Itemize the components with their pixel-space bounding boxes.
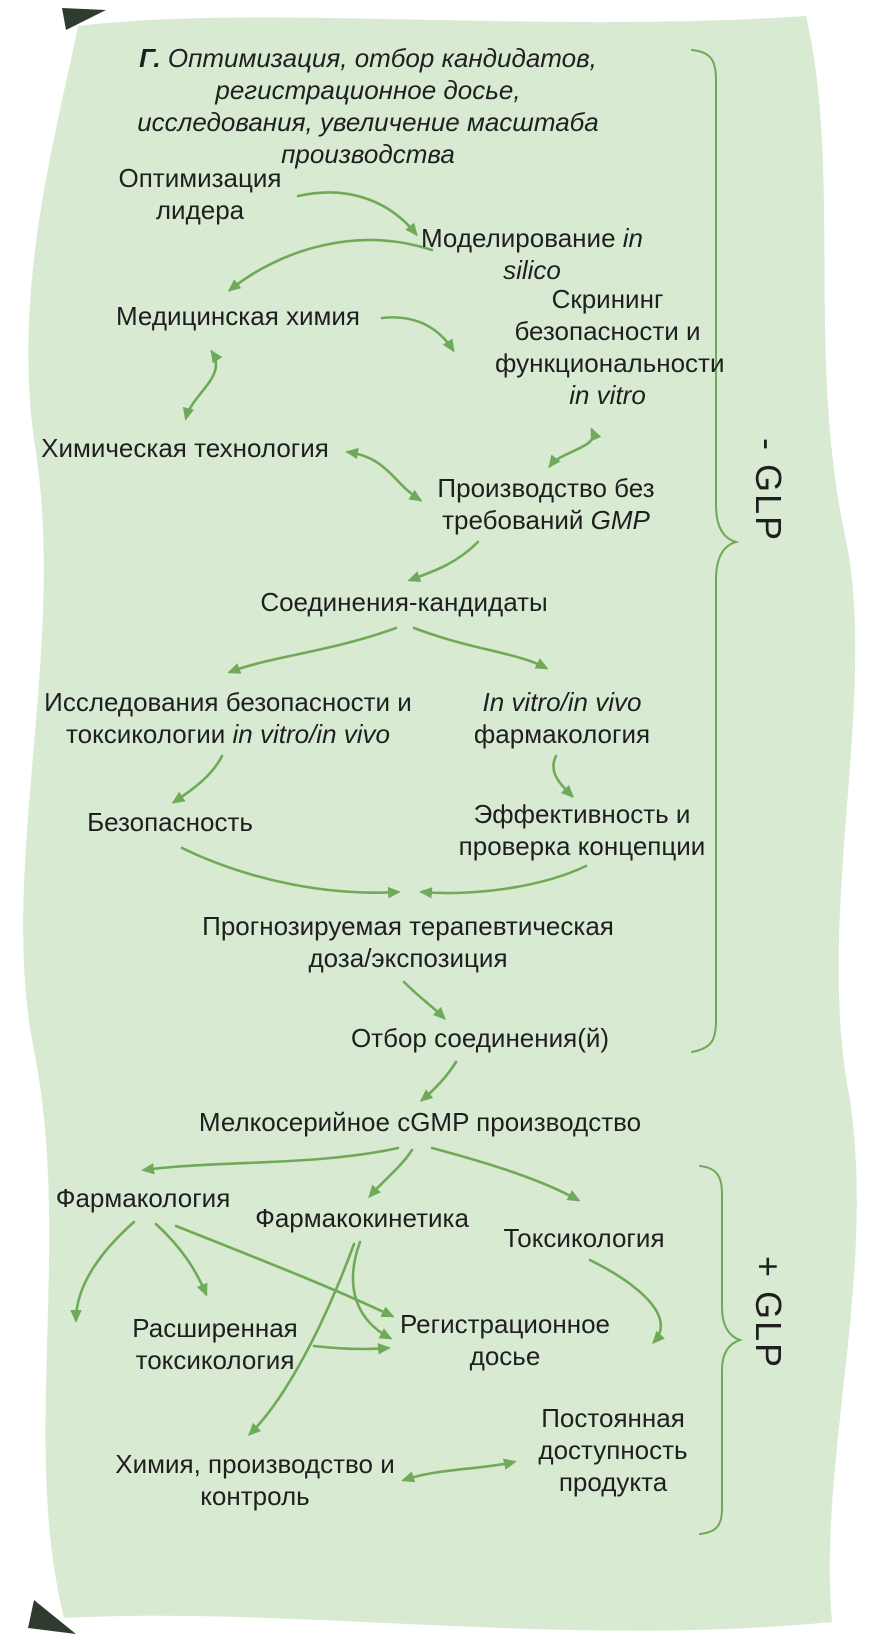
node-label: Скрининг безопасности и функциональности (495, 284, 725, 378)
arrow-pharmacology-to-dossier (174, 1224, 395, 1318)
node-cmc: Химия, производство и контроль (110, 1448, 400, 1512)
node-label: Медицинская химия (115, 301, 361, 331)
bottom-left-fold (28, 1600, 76, 1634)
arrow-insilico-to-medchem (227, 238, 434, 292)
node-label: Токсикология (503, 1223, 665, 1253)
node-product-availability: Постоянная доступность продукта (523, 1402, 703, 1498)
node-label: Производство без требований (437, 473, 655, 535)
diagram-title-prefix: Г. (139, 43, 168, 73)
node-label: Исследования безопасности и токсикологии (44, 687, 412, 749)
node-in-silico-modeling: Моделирование in silico (417, 222, 647, 286)
arrow-toxicology-to-dossier (588, 1258, 665, 1345)
node-label: Химическая технология (41, 433, 329, 463)
node-invitro-invivo-pharmacology: In vitro/in vivo фармакология (452, 686, 672, 750)
node-label: Регистрационное досье (399, 1309, 610, 1371)
arrow-screening-nongmp-double (548, 427, 602, 469)
node-label: Эффективность и проверка концепции (458, 799, 706, 861)
node-label: Постоянная доступность продукта (538, 1403, 688, 1497)
node-cgmp-production: Мелкосерийное cGMP производство (180, 1106, 660, 1138)
arrow-candidates-to-studies (227, 626, 398, 674)
arrow-predicted-dose-to-selection (402, 980, 447, 1021)
node-non-gmp-production: Производство без требований GMP (421, 472, 671, 536)
arrow-safety-to-predicted-dose (180, 846, 401, 899)
arrow-pharmacology-invitro-to-efficacy (552, 754, 575, 799)
arrow-efficacy-to-predicted-dose (419, 864, 588, 899)
node-pharmacology: Фармакология (43, 1182, 243, 1214)
node-label-italic: in vitro (569, 380, 646, 410)
node-toxicology: Токсикология (484, 1222, 684, 1254)
node-label: Мелкосерийное cGMP производство (198, 1107, 642, 1137)
node-label: Фармакология (55, 1183, 231, 1213)
node-label: Безопасность (87, 807, 253, 837)
node-label: Химия, производство и контроль (115, 1449, 395, 1511)
node-label-italic: in vitro/in vivo (232, 719, 391, 749)
node-registration-dossier: Регистрационное досье (390, 1308, 620, 1372)
diagram-title-text: Оптимизация, отбор кандидатов, регистрац… (137, 43, 599, 169)
arrow-nongmp-to-candidates (407, 540, 480, 582)
node-label: Фармакокинетика (255, 1203, 469, 1233)
node-chemical-technology: Химическая технология (35, 432, 335, 464)
arrow-pharmacology-to-extended-toxicology (154, 1222, 208, 1297)
node-extended-toxicology: Расширенная токсикология (115, 1312, 315, 1376)
minus-glp-brace (691, 49, 740, 1053)
arrow-cmc-product-double (401, 1458, 517, 1483)
arrow-pharmacology-to-left-branch (70, 1220, 136, 1323)
arrow-medchem-chemtech-double (182, 349, 223, 421)
node-predicted-dose: Прогнозируемая терапевтическая доза/эксп… (193, 910, 623, 974)
node-label: Отбор соединения(й) (350, 1023, 610, 1053)
plus-glp-label: + GLP (748, 1256, 789, 1370)
node-lead-optimization: Оптимизация лидера (100, 162, 300, 226)
arrow-pharmacokinetics-to-dossier (351, 1240, 393, 1340)
diagram-title: Г. Оптимизация, отбор кандидатов, регист… (128, 42, 608, 170)
node-pharmacokinetics: Фармакокинетика (242, 1202, 482, 1234)
node-compound-selection: Отбор соединения(й) (335, 1022, 625, 1054)
node-efficacy-poc: Эффективность и проверка концепции (442, 798, 722, 862)
arrow-extended-toxicology-to-dossier (312, 1343, 391, 1355)
node-safety: Безопасность (60, 806, 280, 838)
arrow-studies-to-safety (171, 754, 224, 804)
node-label: Моделирование (420, 223, 623, 253)
plus-glp-brace (699, 1165, 744, 1535)
node-label: Прогнозируемая терапевтическая доза/эксп… (202, 911, 614, 973)
node-safety-toxicology-studies: Исследования безопасности и токсикологии… (33, 686, 423, 750)
node-label: фармакология (473, 719, 651, 749)
arrow-selection-to-cgmp (419, 1060, 458, 1102)
node-label: Расширенная токсикология (132, 1313, 298, 1375)
node-label-italic: In vitro/in vivo (482, 687, 642, 717)
minus-glp-label: - GLP (748, 438, 789, 543)
top-left-fold (62, 8, 106, 30)
node-label: Оптимизация лидера (118, 163, 282, 225)
arrow-medchem-to-screening (380, 316, 455, 353)
arrow-cgmp-to-pharmacokinetics (368, 1148, 414, 1199)
arrow-chemtech-nongmp-double (345, 447, 423, 502)
node-label-italic: in silico (503, 223, 644, 285)
arrow-candidates-to-pharmacology-invitro (412, 626, 549, 670)
node-safety-screening: Скрининг безопасности и функциональности… (495, 283, 725, 411)
green-blob-background (23, 16, 857, 1631)
node-label: Соединения-кандидаты (260, 587, 548, 617)
node-candidate-compounds: Соединения-кандидаты (244, 586, 564, 618)
arrow-cgmp-to-toxicology (430, 1146, 581, 1202)
arrow-pharmacokinetics-to-cmc (247, 1242, 356, 1437)
node-label-italic: GMP (590, 505, 650, 535)
arrow-leadopt-to-insilico (296, 191, 418, 237)
arrow-cgmp-to-pharmacology (141, 1146, 400, 1175)
node-medicinal-chemistry: Медицинская химия (78, 300, 398, 332)
